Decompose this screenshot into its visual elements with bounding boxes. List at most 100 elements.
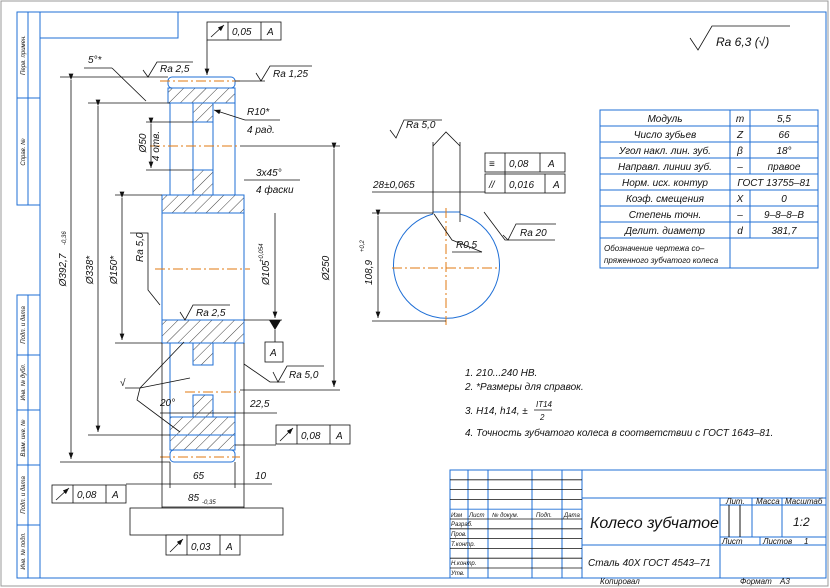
- param-name: Угол накл. лин. зуб.: [618, 145, 711, 157]
- svg-text:А3: А3: [779, 577, 790, 586]
- svg-text:10: 10: [255, 471, 267, 482]
- svg-text:Ra 5,0: Ra 5,0: [135, 232, 146, 262]
- svg-text:Ra 1,25: Ra 1,25: [273, 69, 308, 80]
- svg-text:Ra 6,3 (√): Ra 6,3 (√): [716, 35, 769, 49]
- param-name: Коэф. смещения: [626, 193, 705, 205]
- svg-text:Ø150*: Ø150*: [109, 255, 120, 285]
- side-label: Справ. №: [20, 138, 27, 166]
- runout-icon: [210, 24, 225, 38]
- svg-text:+0,2: +0,2: [360, 239, 366, 252]
- param-symbol: X: [736, 194, 744, 205]
- param-name: Направл. линии зуб.: [618, 161, 712, 173]
- svg-text:A: A: [225, 542, 233, 553]
- svg-text:4. Точность зубчатого колеса в: 4. Точность зубчатого колеса в соответст…: [465, 427, 773, 439]
- top-left-box: [39, 11, 179, 39]
- technical-notes: 1. 210...240 HB. 2. *Размеры для справок…: [464, 368, 773, 439]
- param-value: 0: [781, 194, 787, 205]
- title-header: № докум.: [492, 512, 518, 519]
- svg-text:Лист: Лист: [721, 537, 743, 546]
- svg-text:Копировал: Копировал: [600, 577, 640, 586]
- svg-text:A: A: [547, 159, 555, 170]
- table-row: Делит. диаметр d 381,7: [624, 226, 797, 237]
- general-roughness: Ra 6,3 (√): [689, 25, 790, 51]
- keyway-section-view: 28±0,065 Ra 5,0 ≡ // 0,08 A 0,016 A R0,5…: [360, 119, 566, 325]
- side-label: Подп. и дата: [21, 306, 27, 344]
- svg-text:Листов: Листов: [762, 537, 792, 546]
- svg-text:85: 85: [188, 493, 200, 504]
- svg-text:Обозначение чертежа со–: Обозначение чертежа со–: [604, 244, 705, 253]
- svg-text:3. H14, h14, ±: 3. H14, h14, ±: [465, 406, 528, 417]
- param-value: 5,5: [777, 114, 791, 125]
- param-name: Число зубьев: [634, 129, 696, 141]
- param-symbol: β: [736, 146, 743, 157]
- svg-text:22,5: 22,5: [249, 399, 270, 410]
- param-symbol: –: [736, 210, 743, 221]
- title-header: Изм: [451, 513, 462, 519]
- roughness-sign-icon: √: [120, 377, 126, 389]
- svg-text:Ø50: Ø50: [138, 133, 149, 153]
- svg-text:Ø392,7: Ø392,7: [58, 253, 69, 287]
- parallelism-icon: //: [488, 180, 496, 191]
- svg-text:Масса: Масса: [756, 497, 780, 506]
- svg-text:4 рад.: 4 рад.: [247, 125, 275, 136]
- title-role: Н.контр.: [451, 561, 476, 567]
- param-value: правое: [768, 162, 801, 173]
- param-value: 18°: [776, 146, 791, 157]
- svg-text:0,08: 0,08: [509, 159, 529, 170]
- table-row: Норм. исх. контур ГОСТ 13755–81: [622, 178, 811, 189]
- svg-text:0,08: 0,08: [301, 431, 321, 442]
- table-row: Направл. линии зуб.–правое: [618, 161, 801, 173]
- svg-text:0,03: 0,03: [191, 542, 211, 553]
- title-block: Лит. Масса Масштаб 1:2 Лист Листов 1 Кол…: [449, 469, 827, 586]
- svg-text:Ø105: Ø105: [261, 260, 272, 286]
- svg-text:2: 2: [539, 413, 545, 422]
- param-value: 381,7: [771, 226, 796, 237]
- svg-text:1:2: 1:2: [793, 515, 810, 529]
- svg-text:R0,5: R0,5: [456, 240, 478, 251]
- svg-text:Лит.: Лит.: [725, 497, 745, 506]
- param-symbol: d: [737, 226, 743, 237]
- svg-text:108,9: 108,9: [364, 260, 375, 285]
- svg-text:3x45°: 3x45°: [256, 168, 282, 179]
- title-role: Разраб.: [451, 522, 473, 528]
- svg-text:-0,35: -0,35: [202, 500, 216, 506]
- svg-text:+0,054: +0,054: [259, 243, 265, 262]
- table-row: Угол накл. лин. зуб. β 18°: [618, 145, 792, 157]
- svg-text:Ø338*: Ø338*: [85, 255, 96, 285]
- svg-text:1. 210...240 HB.: 1. 210...240 HB.: [465, 368, 537, 379]
- param-symbol: m: [736, 114, 744, 125]
- param-name: Норм. исх. контур: [622, 178, 708, 189]
- side-label: Инв. № подл.: [20, 532, 27, 569]
- svg-text:28±0,065: 28±0,065: [372, 180, 415, 191]
- param-name: Модуль: [647, 114, 682, 125]
- svg-text:-0,36: -0,36: [62, 231, 68, 245]
- svg-text:2. *Размеры для справок.: 2. *Размеры для справок.: [464, 382, 584, 393]
- svg-text:A: A: [266, 27, 274, 38]
- param-value: ГОСТ 13755–81: [737, 178, 810, 189]
- svg-text:0,05: 0,05: [232, 27, 252, 38]
- side-label: Взам. инв. №: [20, 419, 27, 457]
- side-label: Подп. и дата: [21, 476, 27, 514]
- svg-text:65: 65: [193, 471, 205, 482]
- svg-text:Формат: Формат: [740, 577, 772, 586]
- svg-text:A: A: [335, 431, 343, 442]
- material: Сталь 40Х ГОСТ 4543–71: [588, 558, 711, 569]
- svg-text:пряженного зубчатого колеса: пряженного зубчатого колеса: [604, 256, 719, 265]
- datum-a-label: A: [269, 348, 277, 359]
- svg-text:IT14: IT14: [536, 400, 553, 409]
- svg-text:R10*: R10*: [247, 107, 270, 118]
- svg-text:0,08: 0,08: [77, 490, 97, 501]
- svg-text:A: A: [111, 490, 119, 501]
- svg-text:Ra 2,5: Ra 2,5: [160, 64, 190, 75]
- title-role: Т.контр.: [451, 542, 475, 548]
- param-name: Делит. диаметр: [624, 226, 705, 237]
- side-strip: Перв. примен. Справ. № Подп. и дата Инв.…: [16, 11, 41, 579]
- title-header: Дата: [563, 513, 580, 519]
- table-row: Коэф. смещения X 0: [626, 193, 787, 205]
- drawing-title: Колесо зубчатое: [590, 515, 719, 532]
- svg-text:0,016: 0,016: [509, 180, 534, 191]
- svg-text:20°: 20°: [159, 398, 175, 409]
- param-symbol: Z: [736, 130, 744, 141]
